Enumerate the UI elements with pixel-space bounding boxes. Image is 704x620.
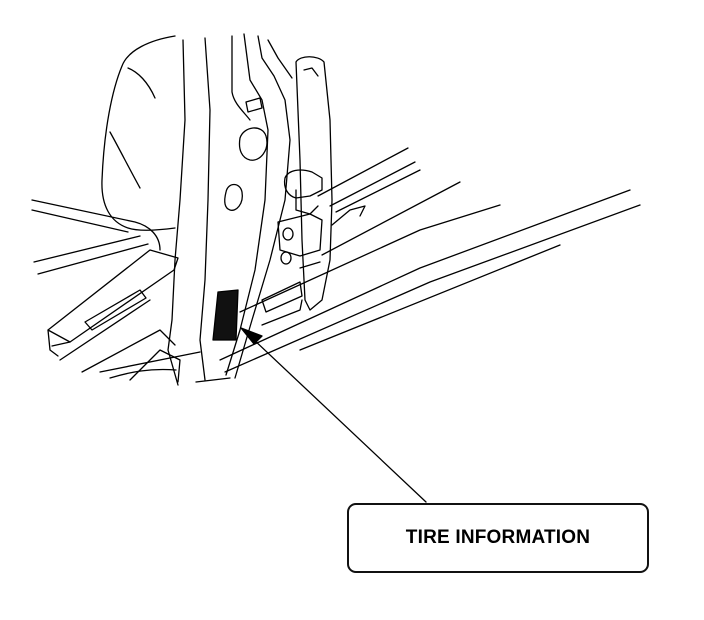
tire-information-label <box>213 290 238 340</box>
callout-leader-arrow <box>241 328 262 344</box>
seat-cushion <box>32 200 178 372</box>
center-pillar <box>168 34 292 385</box>
callout-label: TIRE INFORMATION <box>405 527 591 548</box>
door-striker <box>278 57 332 310</box>
door-sill <box>220 148 640 372</box>
seat-back <box>102 36 175 230</box>
callout-leader <box>241 328 426 502</box>
tire-information-callout: TIRE INFORMATION <box>347 503 649 573</box>
pillar-holes <box>225 98 267 210</box>
